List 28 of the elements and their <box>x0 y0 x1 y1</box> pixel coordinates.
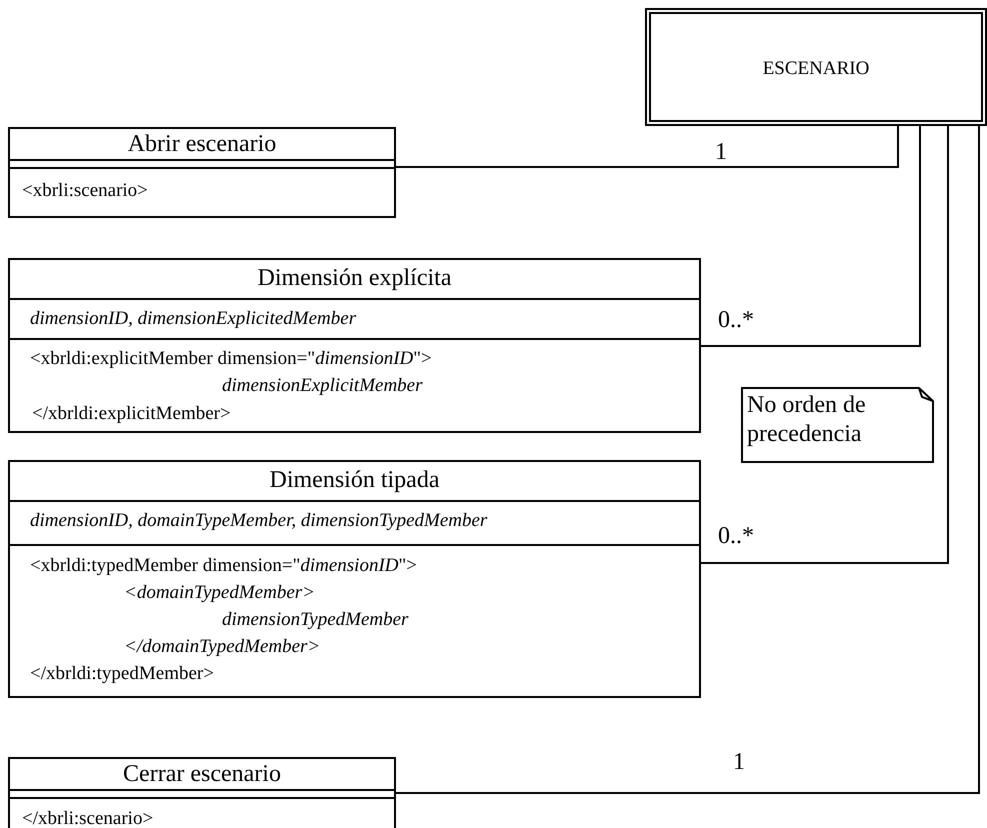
code-line: <xbrldi:explicitMember dimension="dimensionID"> <box>30 348 432 370</box>
code-line: <xbrldi:typedMember dimension="dimensionID"> <box>30 555 417 577</box>
code-line: </xbrldi:explicitMember> <box>32 403 231 425</box>
connector-line <box>396 126 899 168</box>
attribute-list: dimensionID, dimensionExplicitedMember <box>30 308 356 330</box>
class-name: Cerrar escenario <box>123 761 281 789</box>
class-name: Dimensión explícita <box>258 265 452 293</box>
code-line: </domainTypedMember> <box>124 636 320 658</box>
code-line: <xbrli:scenario> <box>22 180 148 202</box>
class-box <box>8 460 701 698</box>
note-box <box>741 387 934 463</box>
code-line: <domainTypedMember> <box>124 582 315 604</box>
class-name: Dimensión tipada <box>270 467 440 495</box>
class-box <box>8 258 701 433</box>
class-name: ESCENARIO <box>762 58 870 80</box>
connector-line <box>396 126 980 794</box>
connector-line <box>701 126 949 564</box>
code-line: </xbrli:scenario> <box>22 808 154 828</box>
class-name: Abrir escenario <box>128 131 276 159</box>
connector-line <box>701 126 921 347</box>
class-box <box>8 127 396 218</box>
code-line: dimensionTypedMember <box>222 609 408 631</box>
attribute-list: dimensionID, domainTypeMember, dimensionTypedMember <box>30 510 488 532</box>
code-line: dimensionExplicitMember <box>222 375 423 397</box>
class-box <box>8 757 396 828</box>
note-text: No orden de precedencia <box>747 391 867 449</box>
class-box <box>645 8 987 126</box>
code-line: </xbrldi:typedMember> <box>30 663 214 685</box>
